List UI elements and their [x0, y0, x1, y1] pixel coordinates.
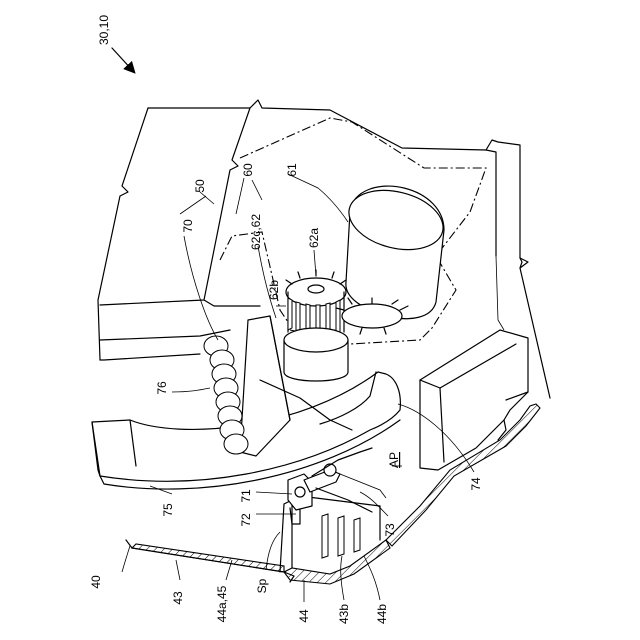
label-72: 72 — [239, 513, 253, 527]
label-71: 71 — [239, 489, 253, 503]
label-62c-62: 62c,62 — [249, 214, 263, 250]
label-ap: AP — [387, 452, 401, 468]
label-61: 61 — [285, 163, 299, 177]
label-50: 50 — [193, 179, 207, 193]
label-74: 74 — [469, 477, 483, 491]
shaft-62c — [284, 328, 348, 381]
label-44: 44 — [297, 609, 311, 623]
label-76: 76 — [155, 381, 169, 395]
label-43: 43 — [171, 591, 185, 605]
label-30-10: 30,10 — [97, 15, 111, 45]
label-sp: Sp — [255, 578, 269, 593]
label-70: 70 — [181, 219, 195, 233]
label-73: 73 — [383, 523, 397, 537]
label-44b: 44b — [375, 604, 389, 624]
label-44a-45: 44a,45 — [215, 585, 229, 622]
motor-61 — [343, 181, 450, 318]
label-62a: 62a — [307, 228, 321, 248]
label-40: 40 — [89, 575, 103, 589]
gear-62a — [286, 270, 346, 336]
leader-lines — [112, 48, 474, 602]
right-hopper — [420, 330, 528, 470]
label-75: 75 — [161, 503, 175, 517]
label-43b: 43b — [337, 604, 351, 624]
label-60: 60 — [241, 163, 255, 177]
label-62b: 62b — [267, 280, 281, 300]
